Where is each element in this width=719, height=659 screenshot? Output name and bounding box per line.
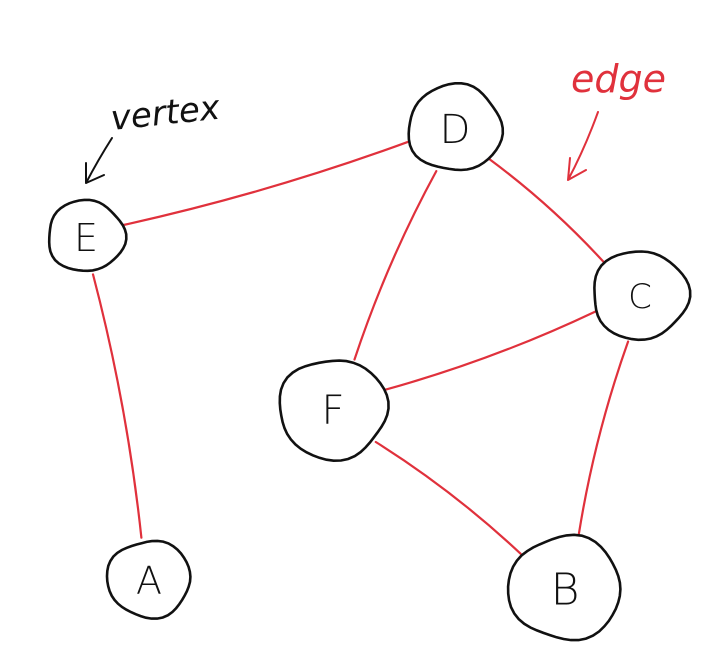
edge-f-b xyxy=(374,440,522,555)
vertex-a: A xyxy=(105,539,192,620)
edge-e-a xyxy=(91,273,143,539)
vertex-d: D xyxy=(407,82,505,172)
edge-d-f xyxy=(353,170,438,361)
edge-annotation-label: edge xyxy=(571,57,666,101)
vertex-annotation-label: vertex xyxy=(109,88,223,139)
edge-arrow-icon xyxy=(567,111,599,181)
vertex-c-circle xyxy=(593,250,692,342)
vertex-b-label: B xyxy=(551,565,580,616)
vertex-a-label: A xyxy=(136,559,162,603)
edge-d-c xyxy=(488,158,606,264)
edge-e-d xyxy=(122,140,411,227)
vertex-a-circle xyxy=(105,539,192,620)
vertex-f: F xyxy=(278,359,390,463)
vertex-e: E xyxy=(47,198,128,273)
vertex-arrow-icon xyxy=(85,137,113,184)
nodes-layer: D E C F A B xyxy=(47,82,692,642)
vertex-b-circle xyxy=(506,533,622,642)
edges-layer xyxy=(91,140,630,555)
vertex-d-label: D xyxy=(440,107,471,153)
vertex-e-circle xyxy=(47,198,128,273)
vertex-b: B xyxy=(506,533,622,642)
vertex-c: C xyxy=(593,250,692,342)
vertex-d-circle xyxy=(407,82,505,172)
annotations-layer: vertex edge xyxy=(85,57,666,184)
edge-f-c xyxy=(382,310,597,392)
edge-c-b xyxy=(577,340,630,535)
vertex-f-label: F xyxy=(321,388,344,434)
vertex-e-label: E xyxy=(74,216,98,260)
vertex-c-label: C xyxy=(628,277,652,317)
vertex-f-circle xyxy=(278,359,390,463)
